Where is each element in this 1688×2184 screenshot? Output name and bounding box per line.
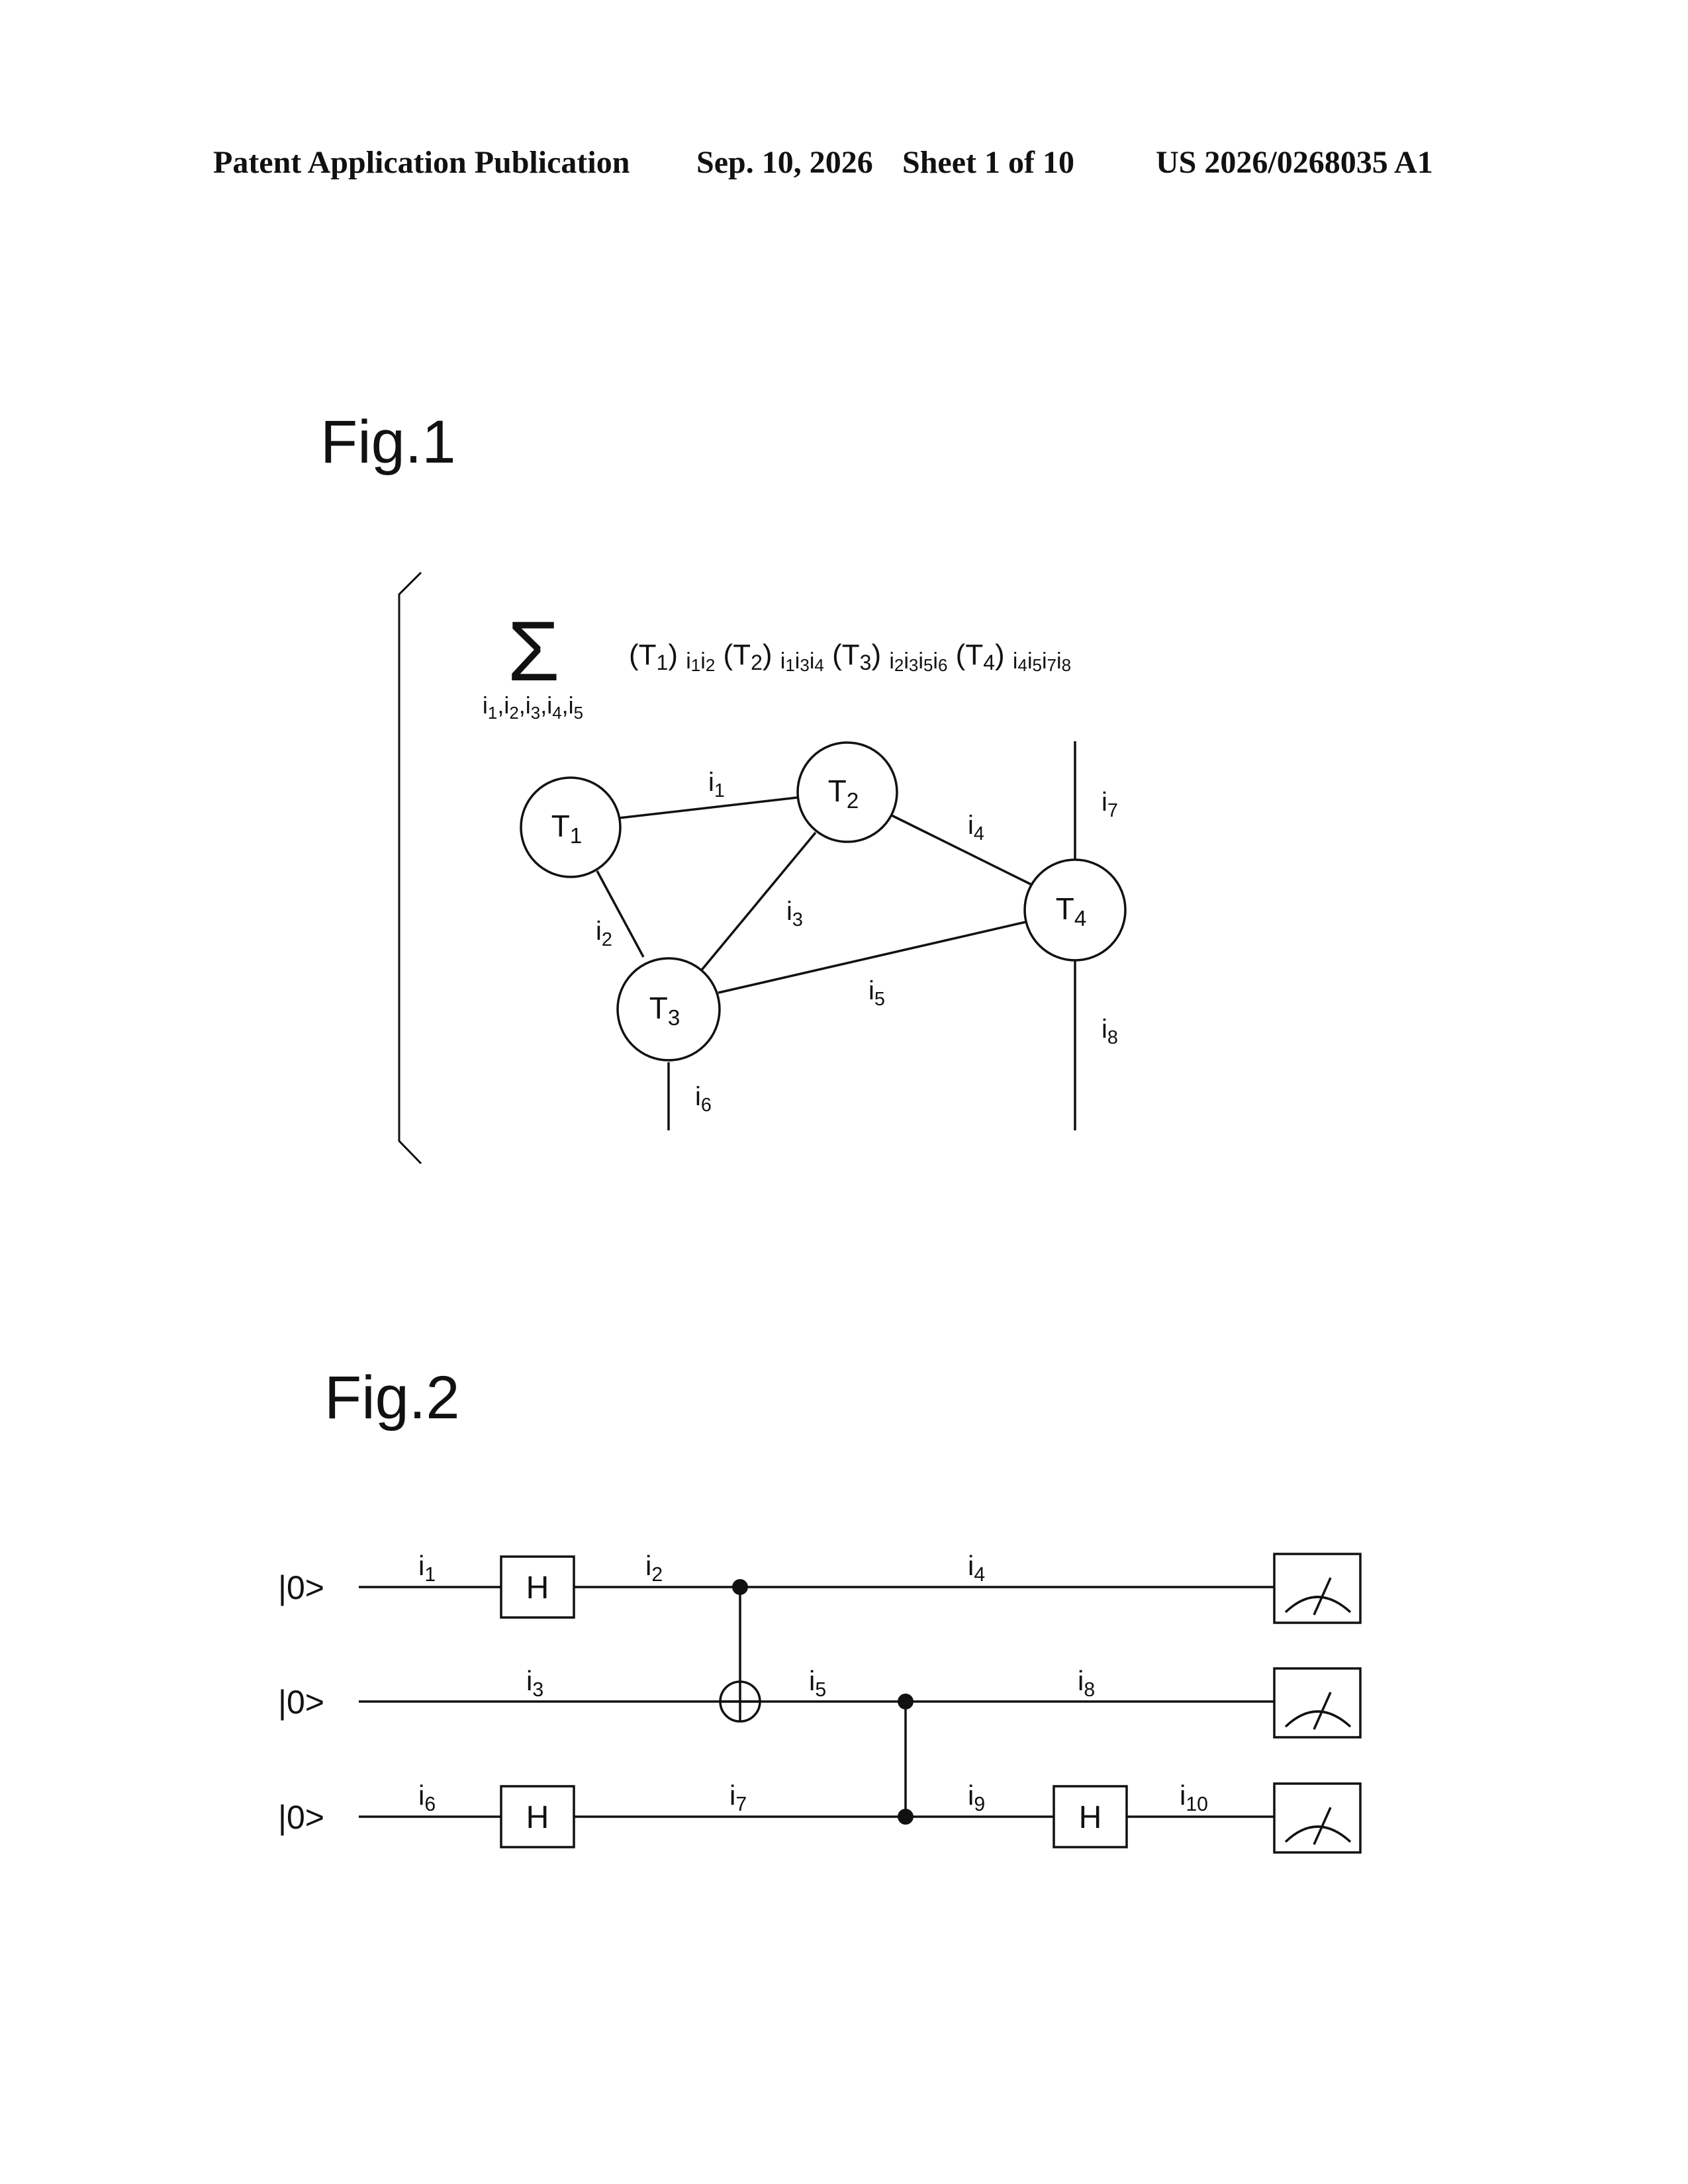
measurement-meter-q2 [1274,1784,1360,1852]
wire-label-i1: i1​ [418,1550,436,1586]
hadamard-label-0: H [526,1570,549,1606]
wire-label-i9: i9​ [968,1780,985,1815]
wire-label-i3: i3​ [526,1665,543,1701]
wire-label-i8: i8​ [1078,1665,1095,1701]
cz-dot-q1 [898,1694,914,1709]
wire-label-i10: i10​ [1180,1780,1208,1815]
qubit-state-0: |0> [278,1569,324,1606]
measurement-meter-q1 [1274,1668,1360,1737]
measurement-meter-q0 [1274,1554,1360,1623]
wire-label-i2: i2​ [645,1550,663,1586]
cnot-control-dot [732,1579,748,1595]
hadamard-label-2: H [1079,1800,1102,1835]
qubit-state-1: |0> [278,1684,324,1721]
wire-label-i5: i5​ [809,1665,826,1701]
cz-dot-q2 [898,1809,914,1825]
qubit-state-2: |0> [278,1799,324,1836]
wire-label-i6: i6​ [418,1780,436,1815]
wire-label-i4: i4​ [968,1550,985,1586]
wire-label-i7: i7​ [729,1780,747,1815]
hadamard-label-1: H [526,1800,549,1835]
